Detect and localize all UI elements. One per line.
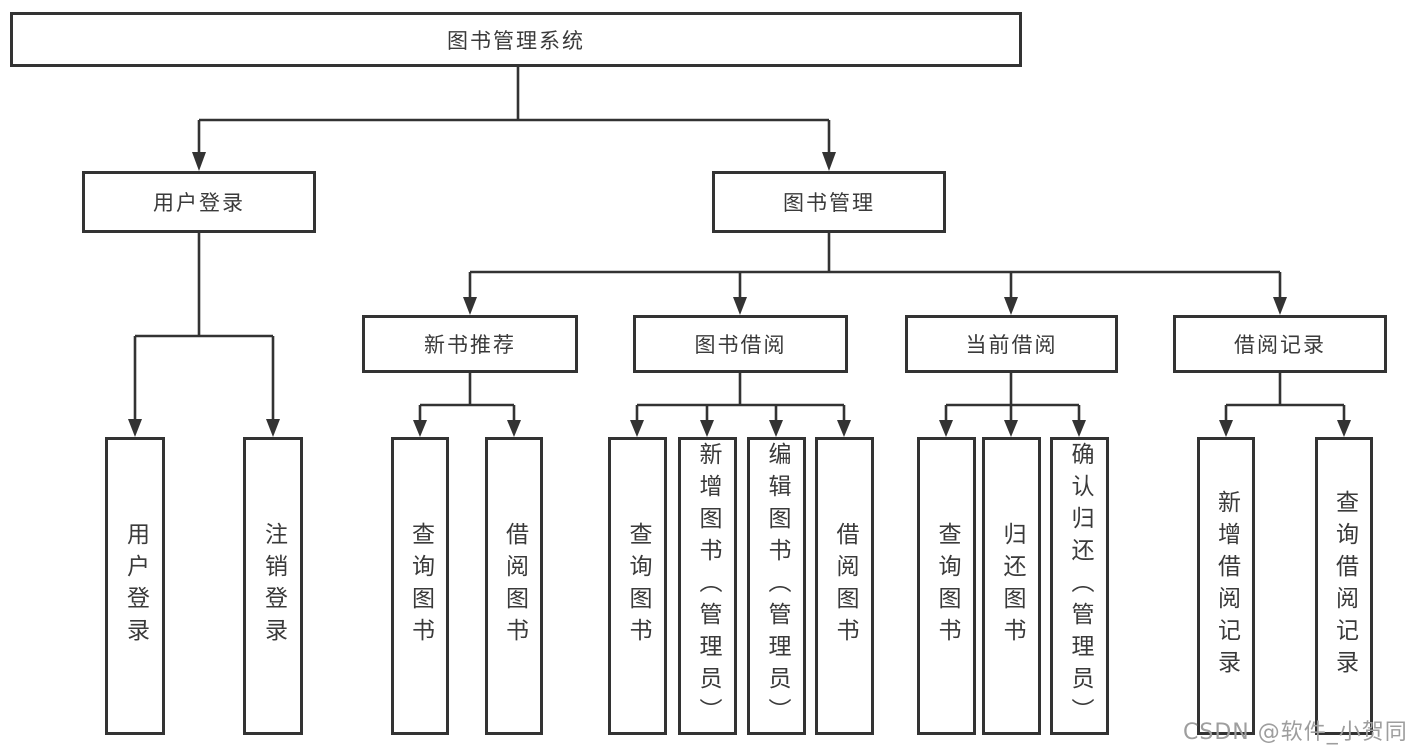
leaf-add-book-admin-label: 新增图书（管理员） (695, 442, 721, 730)
leaf-add-book-admin: 新增图书（管理员） (678, 437, 737, 735)
node-root-label: 图书管理系统 (447, 28, 585, 53)
leaf-borrow-books-recommend-label: 借阅图书 (501, 522, 528, 650)
leaf-confirm-return-admin-label: 确认归还（管理员） (1067, 442, 1093, 730)
leaf-user-login-label: 用户登录 (122, 522, 149, 650)
connector-new-book-recommend (413, 373, 521, 437)
leaf-borrow-books-recommend: 借阅图书 (485, 437, 543, 735)
leaf-add-borrow-record-label: 新增借阅记录 (1213, 490, 1240, 682)
leaf-borrow-books-borrow: 借阅图书 (815, 437, 874, 735)
node-user-login: 用户登录 (82, 171, 316, 233)
leaf-user-login: 用户登录 (105, 437, 165, 735)
leaf-return-books-label: 归还图书 (999, 522, 1025, 650)
leaf-query-borrow-record-label: 查询借阅记录 (1331, 490, 1358, 682)
leaf-query-books-current-label: 查询图书 (934, 522, 960, 650)
connector-borrow-records (1219, 373, 1351, 437)
node-book-management-label: 图书管理 (783, 191, 875, 215)
leaf-logout-label: 注销登录 (260, 522, 287, 650)
leaf-query-books-recommend-label: 查询图书 (407, 522, 434, 650)
leaf-query-books-borrow-label: 查询图书 (625, 522, 651, 650)
leaf-return-books: 归还图书 (982, 437, 1041, 735)
node-book-borrow-label: 图书借阅 (694, 333, 787, 357)
leaf-query-borrow-record: 查询借阅记录 (1315, 437, 1373, 735)
csdn-watermark: CSDN @软件_小贺同学 (1183, 720, 1405, 745)
node-new-book-recommend: 新书推荐 (362, 315, 578, 373)
leaf-confirm-return-admin: 确认归还（管理员） (1050, 437, 1109, 735)
connector-book-borrow (630, 373, 851, 437)
leaf-query-books-borrow: 查询图书 (608, 437, 667, 735)
node-borrow-records-label: 借阅记录 (1234, 333, 1326, 357)
leaf-borrow-books-borrow-label: 借阅图书 (832, 522, 858, 650)
leaf-edit-book-admin-label: 编辑图书（管理员） (764, 442, 790, 730)
node-book-management: 图书管理 (712, 171, 946, 233)
connector-user-login (128, 233, 280, 437)
node-current-borrow: 当前借阅 (905, 315, 1118, 373)
connector-root (192, 67, 836, 171)
node-current-borrow-label: 当前借阅 (965, 333, 1058, 357)
connector-book-management (463, 233, 1287, 315)
leaf-query-books-recommend: 查询图书 (391, 437, 449, 735)
connector-current-borrow (939, 373, 1086, 437)
leaf-query-books-current: 查询图书 (917, 437, 976, 735)
leaf-logout: 注销登录 (243, 437, 303, 735)
node-root: 图书管理系统 (10, 12, 1022, 67)
node-new-book-recommend-label: 新书推荐 (424, 333, 516, 357)
node-user-login-label: 用户登录 (153, 191, 245, 215)
leaf-edit-book-admin: 编辑图书（管理员） (747, 437, 806, 735)
node-book-borrow: 图书借阅 (633, 315, 848, 373)
leaf-add-borrow-record: 新增借阅记录 (1197, 437, 1255, 735)
node-borrow-records: 借阅记录 (1173, 315, 1387, 373)
